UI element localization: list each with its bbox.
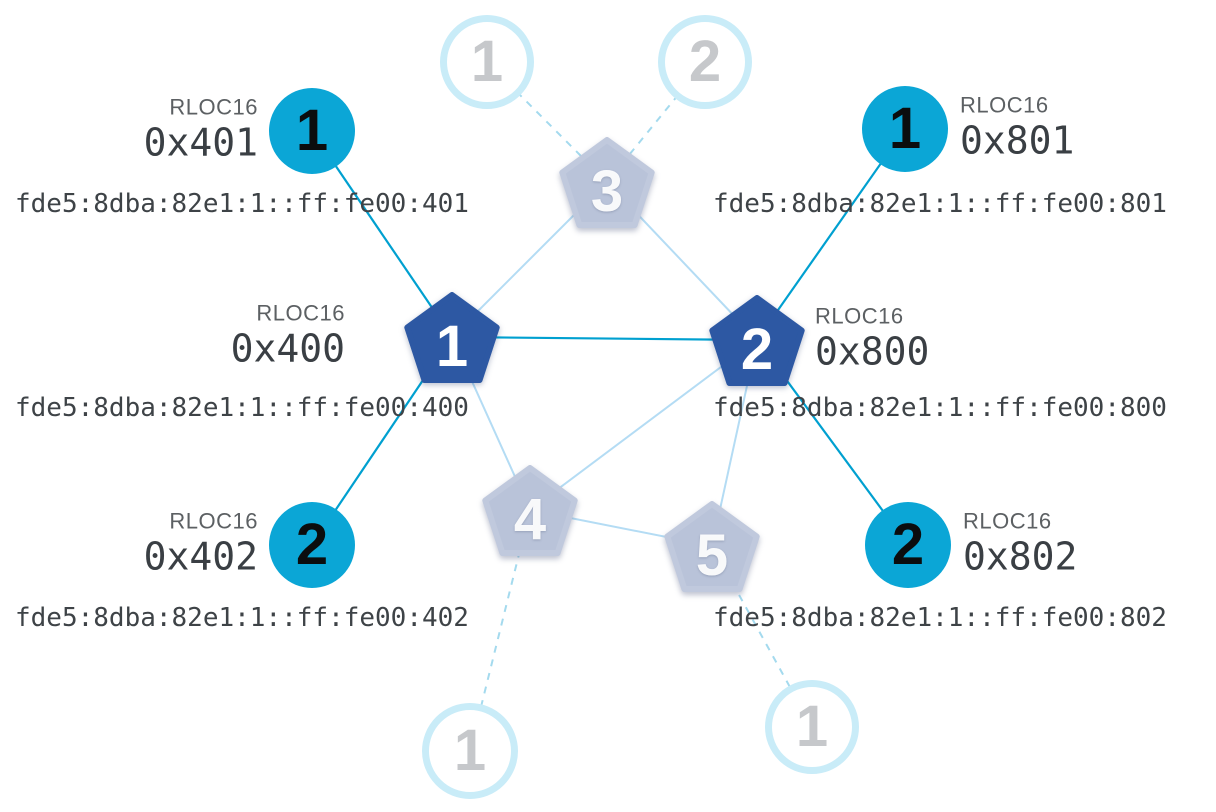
child-node-sleepy-top-1[interactable]: 1: [440, 15, 534, 109]
rloc16-caption: RLOC16: [169, 94, 258, 120]
rloc16-value: 0x402: [143, 534, 258, 579]
router-node-router-3[interactable]: 3: [553, 136, 661, 235]
child-node-child-2-right[interactable]: 2: [865, 502, 951, 588]
node-number: 3: [590, 158, 624, 224]
pentagon-shape: [559, 137, 655, 228]
child-node-sleepy-bottom-left-1[interactable]: 1: [422, 703, 518, 799]
pentagon-shape: [404, 292, 500, 383]
pentagon-shape: [664, 501, 760, 592]
node-number: 1: [795, 694, 829, 759]
router-node-router-5[interactable]: 5: [658, 500, 766, 599]
ipv6-address-label: fde5:8dba:82e1:1::ff:fe00:401: [15, 189, 469, 219]
ipv6-address-label: fde5:8dba:82e1:1::ff:fe00:801: [713, 189, 1167, 219]
child-node-child-1-right[interactable]: 1: [862, 86, 948, 172]
rloc16-value: 0x400: [230, 326, 345, 371]
child-node-child-2-left[interactable]: 2: [269, 502, 355, 588]
ipv6-address-label: fde5:8dba:82e1:1::ff:fe00:400: [15, 393, 469, 423]
ipv6-address-label: fde5:8dba:82e1:1::ff:fe00:402: [15, 603, 469, 633]
node-number: 1: [470, 29, 504, 94]
rloc16-caption: RLOC16: [815, 303, 904, 329]
router-node-router-2[interactable]: 2: [703, 294, 811, 393]
rloc16-value: 0x802: [963, 534, 1078, 579]
rloc16-value: 0x800: [815, 329, 930, 374]
node-number: 2: [688, 29, 722, 94]
child-node-sleepy-top-2[interactable]: 2: [658, 15, 752, 109]
node-number: 2: [295, 512, 329, 577]
ipv6-address-label: fde5:8dba:82e1:1::ff:fe00:800: [713, 393, 1167, 423]
node-number: 1: [435, 313, 469, 379]
node-number: 2: [891, 512, 925, 577]
rloc16-value: 0x801: [960, 118, 1075, 163]
child-node-child-1-left[interactable]: 1: [269, 88, 355, 174]
node-number: 5: [695, 522, 729, 588]
node-number: 2: [740, 316, 774, 382]
node-number: 4: [513, 486, 547, 552]
node-number: 1: [453, 718, 487, 783]
rloc16-value: 0x401: [143, 120, 258, 165]
node-number: 1: [295, 98, 329, 163]
rloc16-caption: RLOC16: [963, 508, 1052, 534]
router-node-router-1[interactable]: 1: [398, 291, 506, 390]
router-node-router-4[interactable]: 4: [476, 464, 584, 563]
rloc16-caption: RLOC16: [169, 508, 258, 534]
pentagon-shape: [482, 465, 578, 556]
link-router-1--router-2: [451, 335, 758, 342]
child-node-sleepy-bottom-right-1[interactable]: 1: [765, 680, 859, 774]
link-router-2--router-4: [529, 339, 758, 511]
ipv6-address-label: fde5:8dba:82e1:1::ff:fe00:802: [713, 603, 1167, 633]
rloc16-caption: RLOC16: [256, 300, 345, 326]
pentagon-shape: [709, 295, 805, 386]
node-number: 1: [888, 96, 922, 161]
rloc16-caption: RLOC16: [960, 92, 1049, 118]
